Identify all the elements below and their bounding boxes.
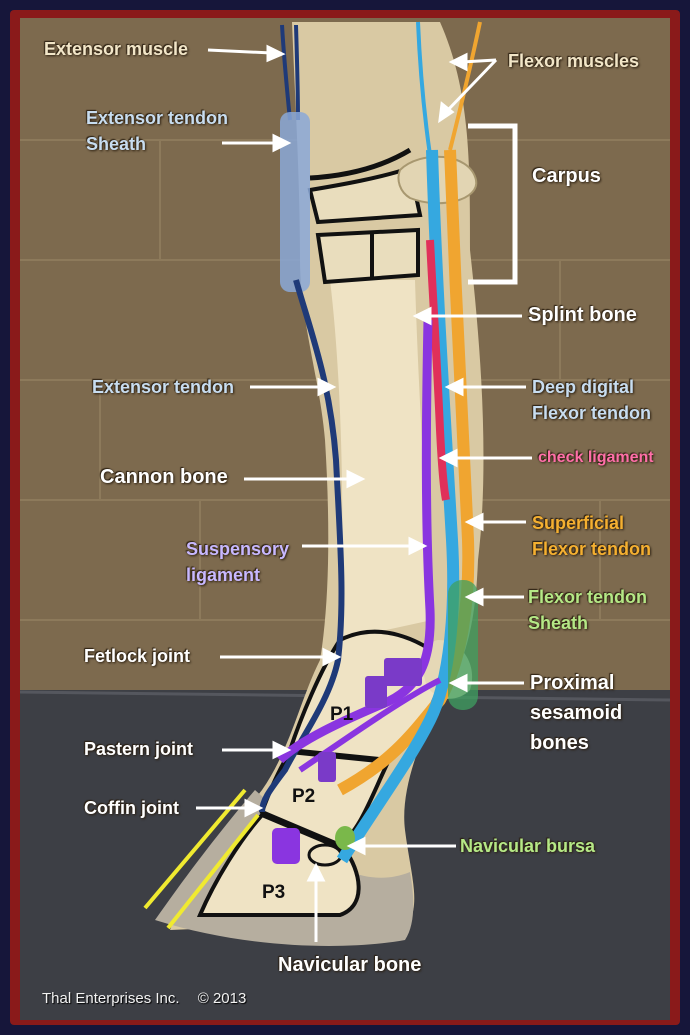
label-deep-digital-flexor-tendon: Deep digital Flexor tendon: [532, 374, 651, 426]
label-proximal-sesamoid-bones: Proximal sesamoid bones: [530, 668, 622, 758]
label-deep-digital-line1: Deep digital: [532, 374, 651, 400]
label-flexor-sheath-line2: Sheath: [528, 610, 647, 636]
credit-line: Thal Enterprises Inc. © 2013: [42, 990, 246, 1007]
navicular-bone-shape: [309, 845, 341, 865]
suspensory-attachment-1: [384, 658, 422, 686]
label-proximal-line3: bones: [530, 728, 622, 758]
label-check-ligament: check ligament: [538, 445, 654, 471]
label-pastern-joint: Pastern joint: [84, 736, 193, 762]
carpus-lower-row: [318, 230, 418, 282]
label-flexor-sheath-line1: Flexor tendon: [528, 584, 647, 610]
extensor-tendon-sheath: [280, 112, 310, 292]
label-suspensory-ligament: Suspensory ligament: [186, 536, 289, 588]
label-cannon-bone: Cannon bone: [100, 464, 228, 490]
label-navicular-bursa: Navicular bursa: [460, 833, 595, 859]
label-p3: P3: [262, 882, 285, 904]
label-coffin-joint: Coffin joint: [84, 795, 179, 821]
label-extensor-muscle: Extensor muscle: [44, 36, 188, 62]
label-proximal-line2: sesamoid: [530, 698, 622, 728]
label-fetlock-joint: Fetlock joint: [84, 643, 190, 669]
credit-company: Thal Enterprises Inc.: [42, 990, 180, 1007]
credit-copyright: © 2013: [198, 990, 247, 1007]
label-carpus: Carpus: [532, 163, 601, 189]
label-suspensory-line2: ligament: [186, 562, 289, 588]
label-flexor-tendon-sheath: Flexor tendon Sheath: [528, 584, 647, 636]
label-extensor-tendon: Extensor tendon: [92, 374, 234, 400]
label-extensor-tendon-sheath-line1: Extensor tendon: [86, 105, 228, 131]
label-suspensory-line1: Suspensory: [186, 536, 289, 562]
label-superficial-line1: Superficial: [532, 510, 651, 536]
cannon-bone-shape: [330, 280, 432, 640]
label-extensor-tendon-sheath: Extensor tendon Sheath: [86, 105, 228, 157]
label-navicular-bone: Navicular bone: [278, 952, 421, 978]
label-superficial-line2: Flexor tendon: [532, 536, 651, 562]
pastern-attachment: [318, 752, 336, 782]
label-superficial-flexor-tendon: Superficial Flexor tendon: [532, 510, 651, 562]
label-proximal-line1: Proximal: [530, 668, 622, 698]
label-deep-digital-line2: Flexor tendon: [532, 400, 651, 426]
label-flexor-muscles: Flexor muscles: [508, 48, 639, 74]
label-p1: P1: [330, 704, 353, 726]
label-extensor-tendon-sheath-line2: Sheath: [86, 131, 228, 157]
coffin-attachment: [272, 828, 300, 864]
label-p2: P2: [292, 786, 315, 808]
suspensory-attachment-2: [365, 676, 387, 708]
label-splint-bone: Splint bone: [528, 302, 637, 328]
